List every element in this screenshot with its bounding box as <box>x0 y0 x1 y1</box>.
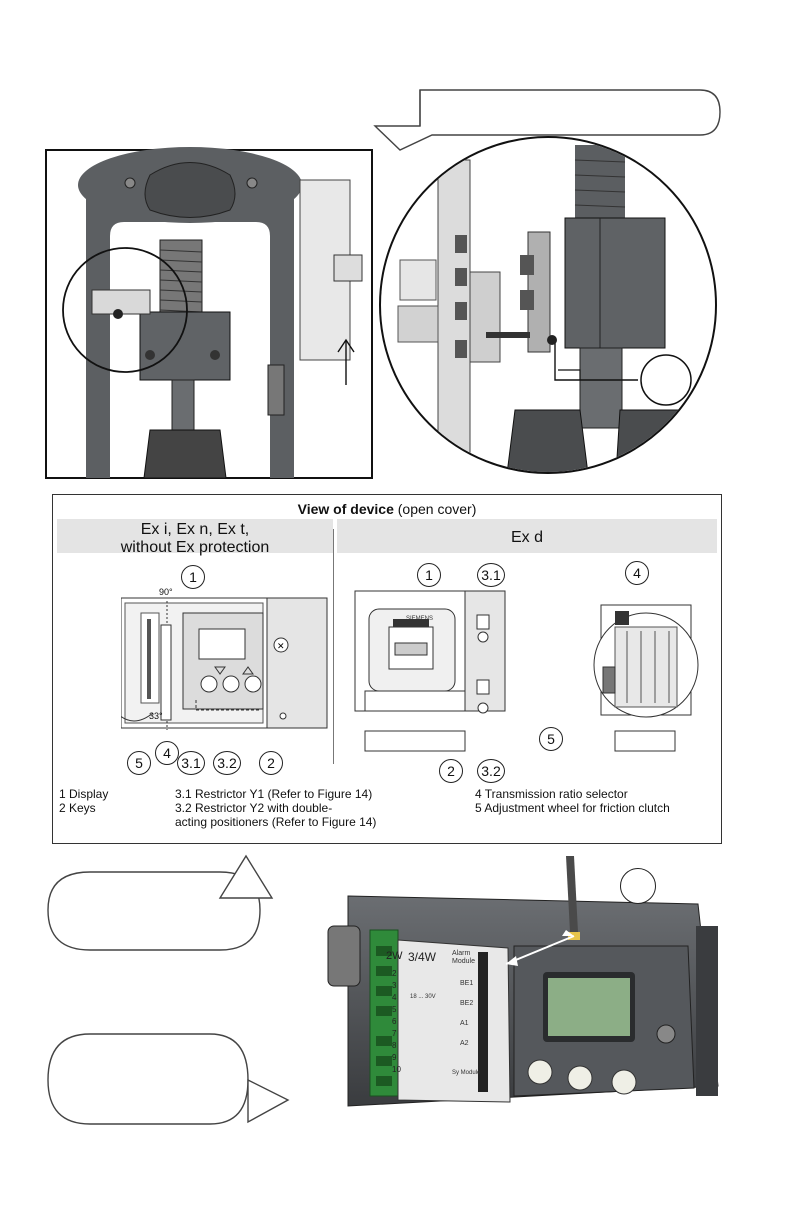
right-device-drawing <box>354 590 699 752</box>
terminal-header: 3/4W <box>408 950 437 964</box>
callout-4-left: 4 <box>155 741 179 765</box>
callout-2-left: 2 <box>259 751 283 775</box>
left-header-band <box>57 519 333 553</box>
svg-text:✕: ✕ <box>277 642 285 652</box>
triangle-up-marker <box>218 854 274 899</box>
zoom-source-circle <box>62 247 188 373</box>
callout-5-left: 5 <box>127 751 151 775</box>
triangle-right-marker <box>247 1078 290 1124</box>
left-header: Ex i, Ex n, Ex t, without Ex protection <box>120 521 270 556</box>
callout-3-1-right: 3.1 <box>477 563 505 587</box>
legend-col-1: 1 Display 2 Keys <box>59 787 109 815</box>
alarm-labels: BE1 BE2 A1 A2 <box>460 980 474 1047</box>
bubble-shapes <box>47 854 290 1125</box>
legend-col-3: 4 Transmission ratio selector 5 Adjustme… <box>475 787 670 815</box>
callout-5-right: 5 <box>539 727 563 751</box>
aux-module-label: Sy Module <box>452 1070 481 1076</box>
callout-4-right: 4 <box>625 561 649 585</box>
angle-90-label: 90° <box>159 587 173 597</box>
callout-3-2-left: 3.2 <box>213 751 241 775</box>
right-header-band <box>337 519 717 553</box>
callout-3-1-left: 3.1 <box>177 751 205 775</box>
callout-2-right: 2 <box>439 759 463 783</box>
zoom-label-circle <box>640 354 692 406</box>
terminal-numbers: 2 3 4 5 6 7 8 9 10 <box>392 969 401 1074</box>
note-bubble-lower <box>47 1033 249 1125</box>
device-view-figure: View of device (open cover) Ex i, Ex n, … <box>52 494 722 844</box>
callout-1-left: 1 <box>181 565 205 589</box>
callout-3-2-right: 3.2 <box>477 759 505 783</box>
voltage-label: 18 ... 30V <box>410 994 436 1000</box>
brand-label: SIEMENS <box>406 616 434 622</box>
top-illustration <box>45 89 721 479</box>
device-photo <box>327 856 719 1107</box>
terminal-left-label: 2W <box>386 950 403 962</box>
left-device-drawing: ✕ <box>121 597 328 730</box>
angle-33-label: 33° <box>149 711 163 721</box>
figure-title: View of device (open cover) <box>297 501 477 517</box>
zoom-detail <box>379 136 717 474</box>
callout-1-right: 1 <box>417 563 441 587</box>
photo-label-circle <box>620 868 656 904</box>
legend-col-2: 3.1 Restrictor Y1 (Refer to Figure 14) 3… <box>175 787 377 829</box>
right-header: Ex d <box>510 529 543 546</box>
yoke-actuator <box>78 147 363 479</box>
alarm-module-label: Alarm Module <box>452 950 475 965</box>
column-divider <box>333 529 334 764</box>
arrow-callout-shape <box>373 89 721 151</box>
